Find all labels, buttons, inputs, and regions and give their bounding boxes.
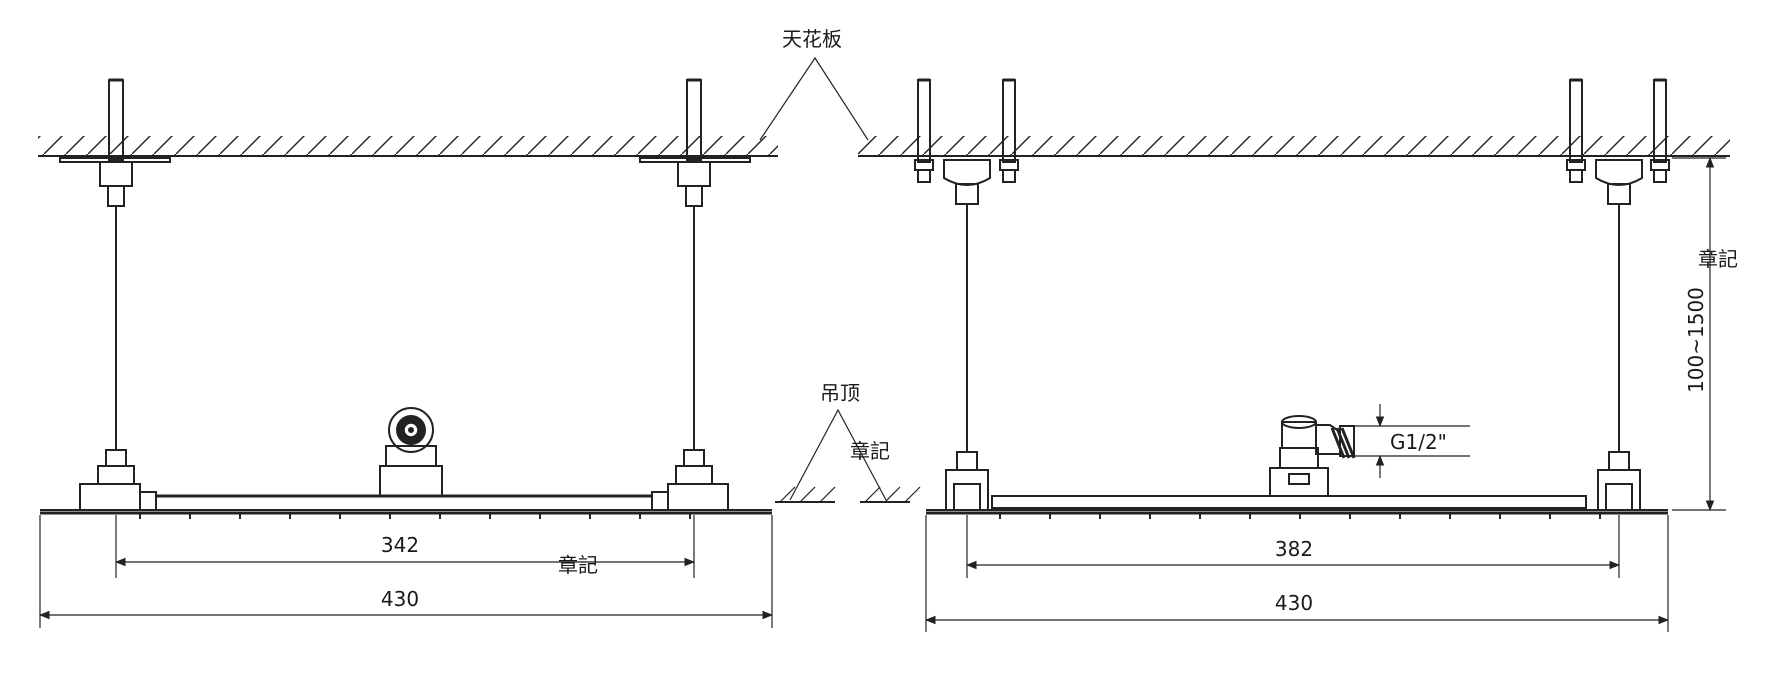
stamp-mid: 章記 (850, 439, 890, 463)
left-dim-342 (114, 515, 696, 578)
callouts: 天花板 吊顶 章記 (759, 27, 921, 503)
right-dim-430 (924, 515, 1670, 632)
right-overall-dim-label: 430 (1275, 591, 1313, 615)
stamp-under-342: 章記 (558, 553, 598, 577)
ceiling-label: 天花板 (782, 27, 842, 51)
false-ceiling-hatch (775, 486, 921, 503)
thread-label: G1/2" (1390, 430, 1447, 454)
drop-range-label: 100~1500 (1684, 287, 1708, 393)
left-shower-panel (40, 494, 772, 519)
right-ceiling-hatch (858, 136, 1730, 157)
right-dim-382 (965, 515, 1621, 578)
right-shower-panel (926, 495, 1668, 519)
left-ceiling-hatch (38, 136, 778, 157)
right-inlet-connector (1269, 415, 1356, 497)
right-inner-dim-label: 382 (1275, 537, 1313, 561)
thread-callout (1354, 404, 1470, 478)
left-inner-dim-label: 342 (381, 533, 419, 557)
false-ceiling-label: 吊顶 (820, 381, 860, 405)
left-view: 342 章記 430 (38, 78, 778, 628)
left-inlet-connector (379, 407, 443, 497)
drop-range-dim (1672, 156, 1726, 512)
right-view: G1/2" 382 430 100~1500 章記 (858, 78, 1738, 632)
left-dim-430 (38, 515, 774, 628)
left-overall-dim-label: 430 (381, 587, 419, 611)
stamp-right: 章記 (1698, 247, 1738, 271)
